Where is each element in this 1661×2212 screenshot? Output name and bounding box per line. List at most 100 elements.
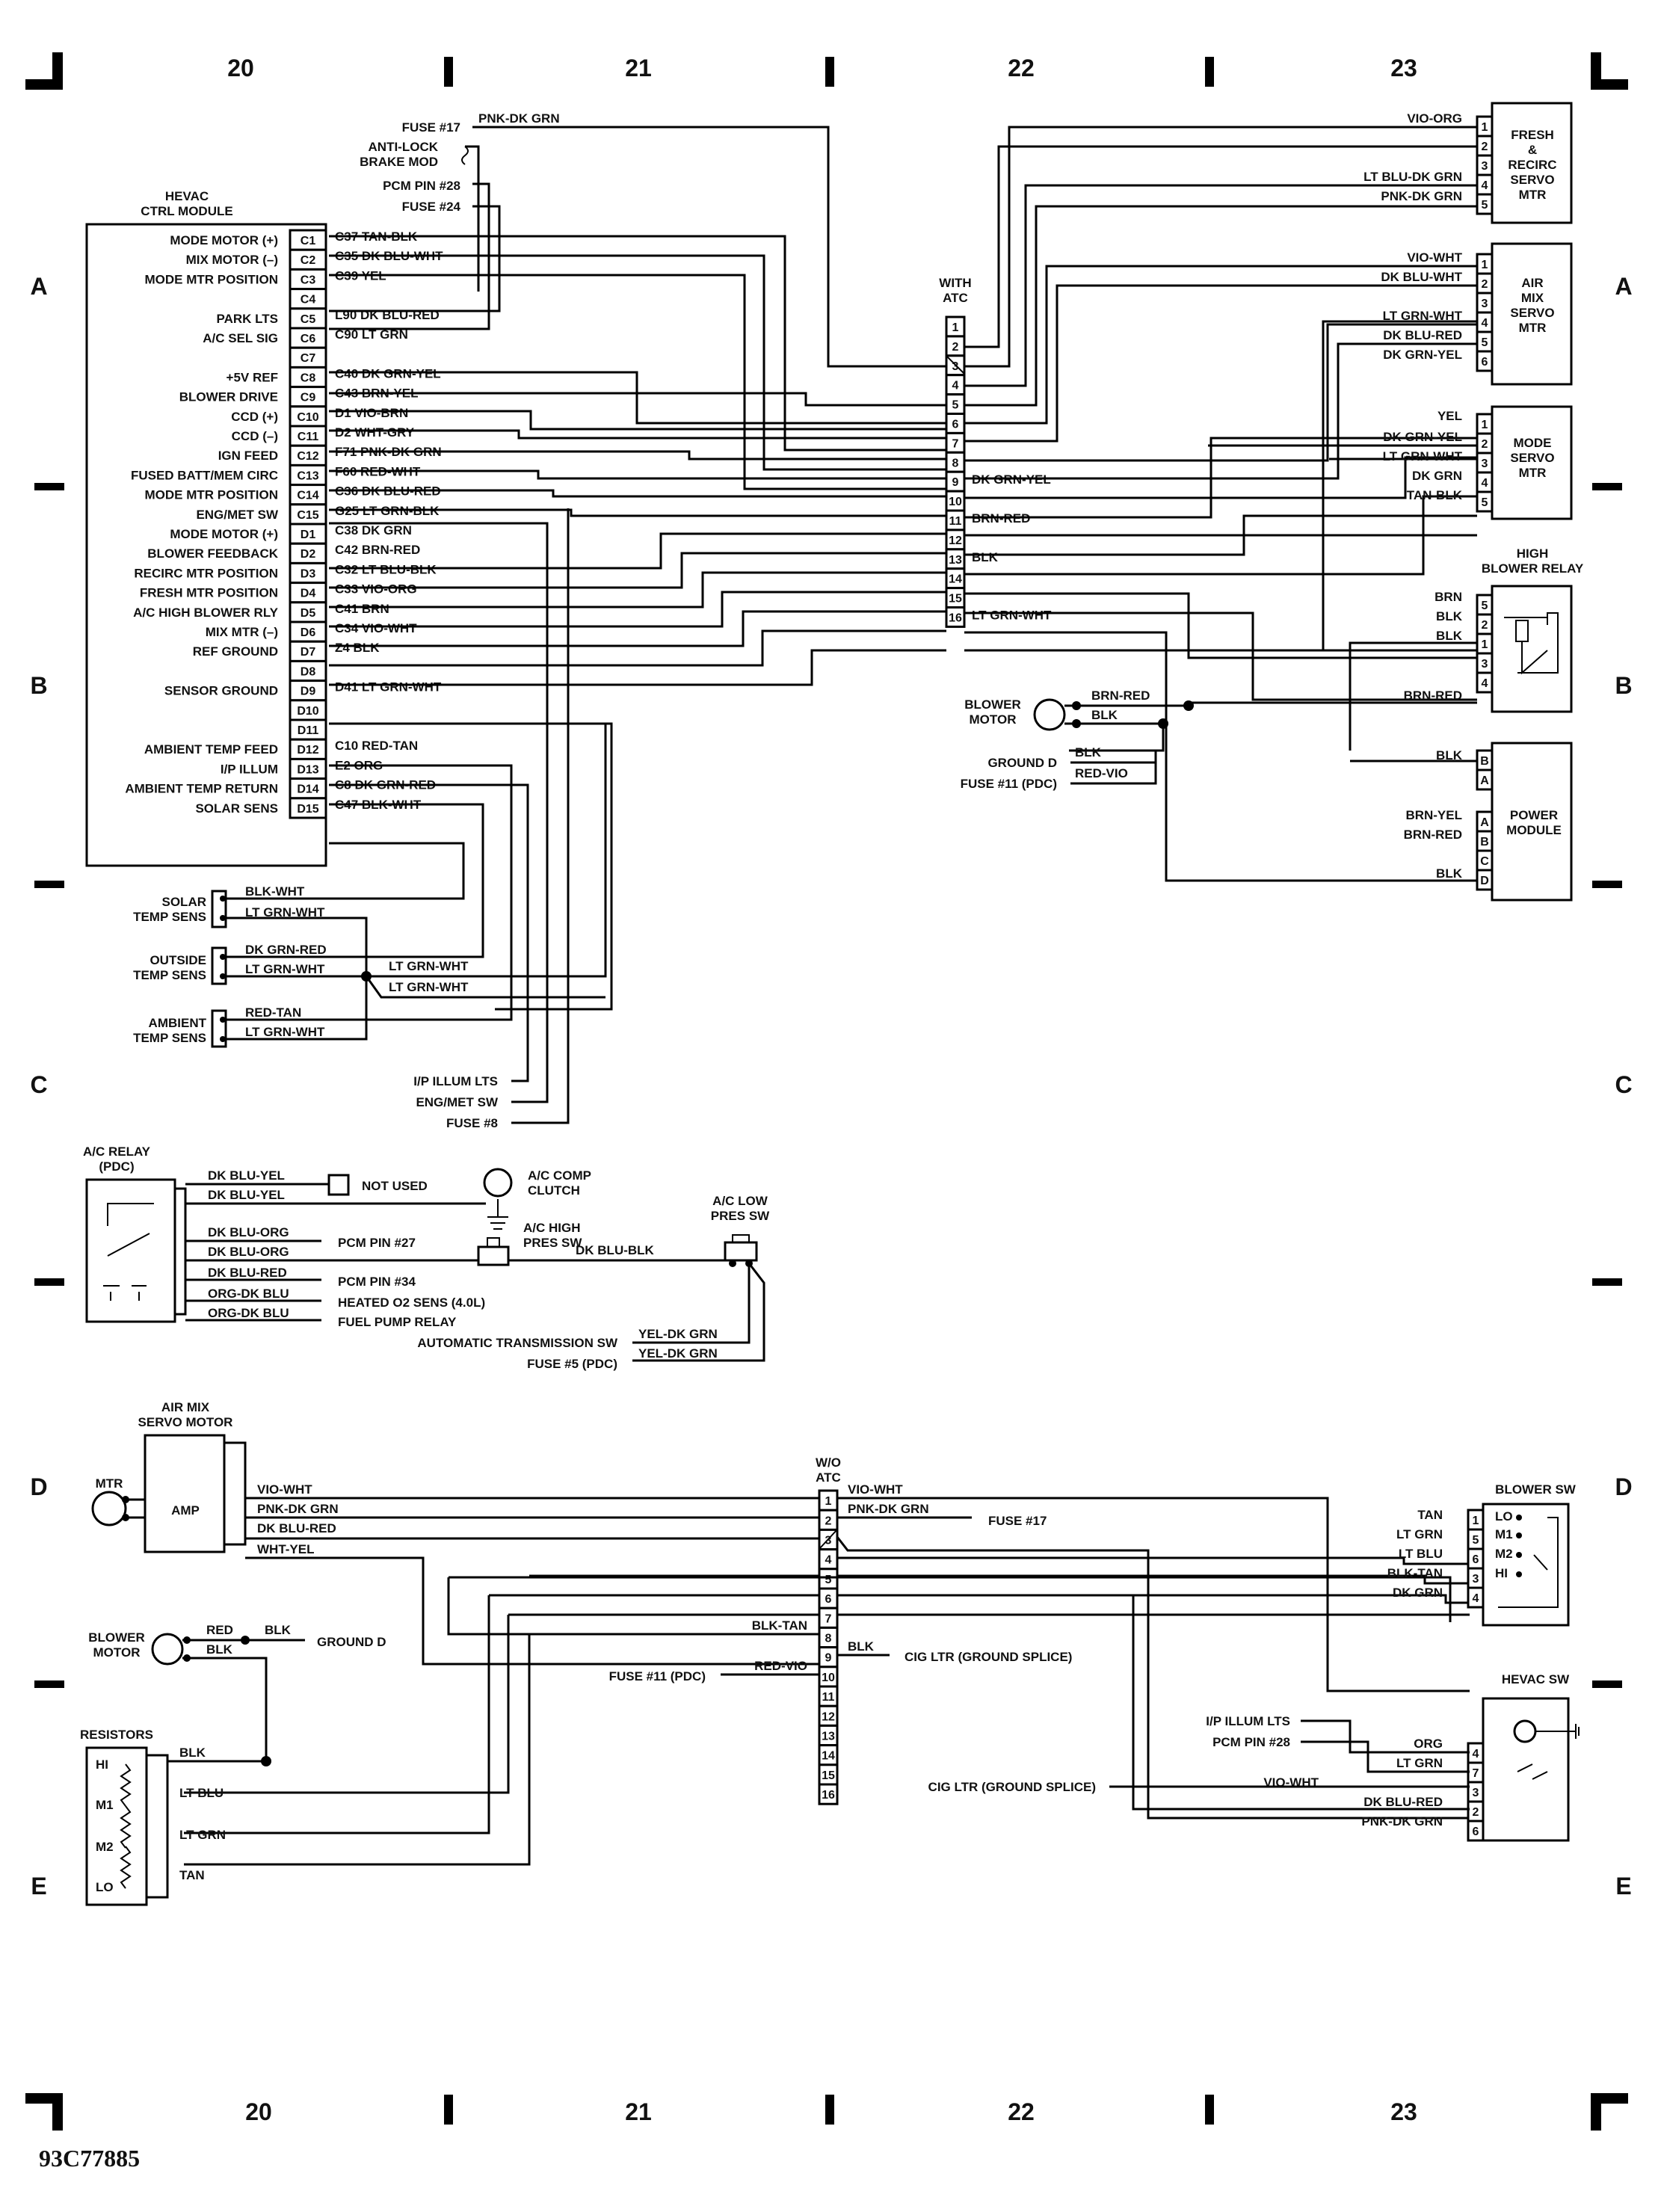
fuel-pump-relay: FUEL PUMP RELAY [338, 1315, 457, 1329]
hevac-pin-label: BLOWER DRIVE [179, 390, 278, 404]
fresh-pin-5: 5 [1482, 199, 1488, 212]
hevac-pin-label: SENSOR GROUND [164, 684, 278, 698]
wire-lt-grn: LT GRN [179, 1828, 226, 1842]
wo-pin-12: 12 [822, 1710, 835, 1723]
grid-col-22: 22 [1008, 2098, 1035, 2125]
wo-cell-10 [818, 1666, 839, 1688]
svg-text:BLOWER: BLOWER [88, 1630, 145, 1645]
hevac-pin-d5: D5 [301, 607, 316, 620]
atc-pin-11: 11 [949, 515, 962, 528]
hevac-pin-d14: D14 [297, 783, 318, 796]
wo-cell-15 [818, 1763, 839, 1786]
ref-brake-mod: BRAKE MOD [360, 155, 438, 169]
wire-lt-grn-wht: LT GRN-WHT [245, 962, 325, 976]
wire-blk: BLK [179, 1746, 206, 1760]
svg-text:M1: M1 [1495, 1527, 1513, 1541]
svg-text:ATC: ATC [943, 291, 968, 305]
atc-pin3-diag [946, 355, 965, 375]
svg-text:AIR: AIR [1521, 276, 1543, 290]
fuse-5-pdc: FUSE #5 (PDC) [527, 1357, 617, 1371]
wire-brn-red: BRN-RED [1091, 688, 1150, 703]
pm-bottom-cell-D [1476, 869, 1494, 891]
atc-pin-16: 16 [949, 611, 962, 624]
wire-blk: BLK [848, 1639, 875, 1654]
fuse-11-pdc: FUSE #11 (PDC) [961, 777, 1057, 791]
wo-pin-4: 4 [825, 1554, 832, 1567]
wire-lt-blu-dk-grn: LT BLU-DK GRN [1363, 170, 1462, 184]
hevac-wire-label: C38 DK GRN [335, 523, 412, 537]
wire-dk-blu-red: DK BLU-RED [1383, 328, 1462, 342]
svg-text:MOTOR: MOTOR [93, 1645, 141, 1660]
wire-pnk-dk-grn: PNK-DK GRN [1361, 1814, 1443, 1829]
svg-text:TEMP SENS: TEMP SENS [133, 1031, 206, 1045]
wo-pin-3: 3 [825, 1535, 832, 1547]
svg-text:M1: M1 [96, 1798, 114, 1812]
hevac-pin-cell [289, 582, 327, 604]
hevac-wire-label: C10 RED-TAN [335, 739, 418, 753]
wire-yel: YEL [1437, 409, 1462, 423]
ref-fuse-8: FUSE #8 [446, 1116, 498, 1130]
svg-text:POWER: POWER [1510, 808, 1558, 822]
hevac-pin-label: CCD (+) [231, 410, 278, 424]
hevac-pin-d3: D3 [301, 567, 316, 580]
hevac-pin-cell [289, 248, 327, 271]
svg-text:MTR: MTR [96, 1476, 123, 1491]
hsw-pin-2: 2 [1473, 1806, 1479, 1819]
hevac-pin-cell [289, 620, 327, 643]
wire-brn-yel: BRN-YEL [1405, 808, 1462, 822]
wire-dk-blu-org-2: DK BLU-ORG [208, 1245, 289, 1259]
grid-col-20: 20 [245, 2098, 272, 2125]
svg-text:RECIRC: RECIRC [1508, 158, 1556, 172]
hevac-pin-c9: C9 [301, 392, 316, 404]
svg-text:MODE: MODE [1514, 436, 1552, 450]
fresh-pin-2: 2 [1482, 141, 1488, 153]
svg-text:MIX: MIX [1521, 291, 1544, 305]
grid-col-21: 21 [625, 2098, 652, 2125]
ref-ip-illum-lts: I/P ILLUM LTS [1206, 1714, 1290, 1728]
bsw-cell-4 [1467, 1586, 1485, 1609]
hevac-pin-d12: D12 [297, 744, 318, 757]
grid-row-e: E [31, 1873, 46, 1900]
mode-pin-3: 3 [1482, 458, 1488, 470]
atc-pin-4: 4 [952, 380, 959, 392]
wire-dk-grn: DK GRN [1393, 1586, 1443, 1600]
wire-org-dk-blu-1: ORG-DK BLU [208, 1287, 289, 1301]
hevac-pin-d10: D10 [297, 705, 318, 718]
wire-blk: BLK [1436, 609, 1463, 623]
hsw-pin-6: 6 [1473, 1826, 1479, 1838]
bsw-pin-1: 1 [1473, 1515, 1479, 1527]
atc-pin-6: 6 [952, 418, 959, 431]
atc-pin-9: 9 [952, 476, 959, 489]
wire-dk-blu-yel-1: DK BLU-YEL [208, 1168, 285, 1183]
svg-text:A/C RELAY: A/C RELAY [83, 1144, 151, 1159]
wire-vio-wht: VIO-WHT [848, 1482, 903, 1497]
svg-text:MTR: MTR [1519, 466, 1547, 480]
wire-org-dk-blu-2: ORG-DK BLU [208, 1306, 289, 1320]
wire-pnk-dk-grn-top: PNK-DK GRN [478, 111, 560, 126]
hevac-wire-label: D41 LT GRN-WHT [335, 680, 442, 694]
resistors: RESISTORS HI M1 M2 LO BLK LT BLU LT GRN … [80, 1728, 271, 1906]
grid-col-20: 20 [227, 55, 254, 81]
wire-tan: TAN [179, 1868, 205, 1882]
airmix-pin-2: 2 [1482, 278, 1488, 291]
wo-pin3-diag [819, 1529, 838, 1550]
hevac-wire-label: D2 WHT-GRY [335, 425, 415, 440]
pm-top-pin-A: A [1480, 774, 1489, 787]
wo-pin-15: 15 [822, 1769, 835, 1782]
grid-row-labels-left: A B C D E [30, 273, 47, 1900]
wo-pin-16: 16 [822, 1789, 835, 1802]
hevac-pin-cell [289, 463, 327, 487]
wire-lt-grn: LT GRN [1396, 1756, 1443, 1770]
wo-pin-11: 11 [822, 1691, 835, 1704]
hsw-cell-6 [1467, 1820, 1485, 1842]
grid-row-d: D [1615, 1473, 1632, 1500]
svg-text:PRES SW: PRES SW [523, 1236, 582, 1250]
bsw-pin-4: 4 [1473, 1592, 1479, 1605]
fresh-cell-5 [1476, 193, 1494, 215]
grid-row-c: C [1615, 1071, 1632, 1098]
